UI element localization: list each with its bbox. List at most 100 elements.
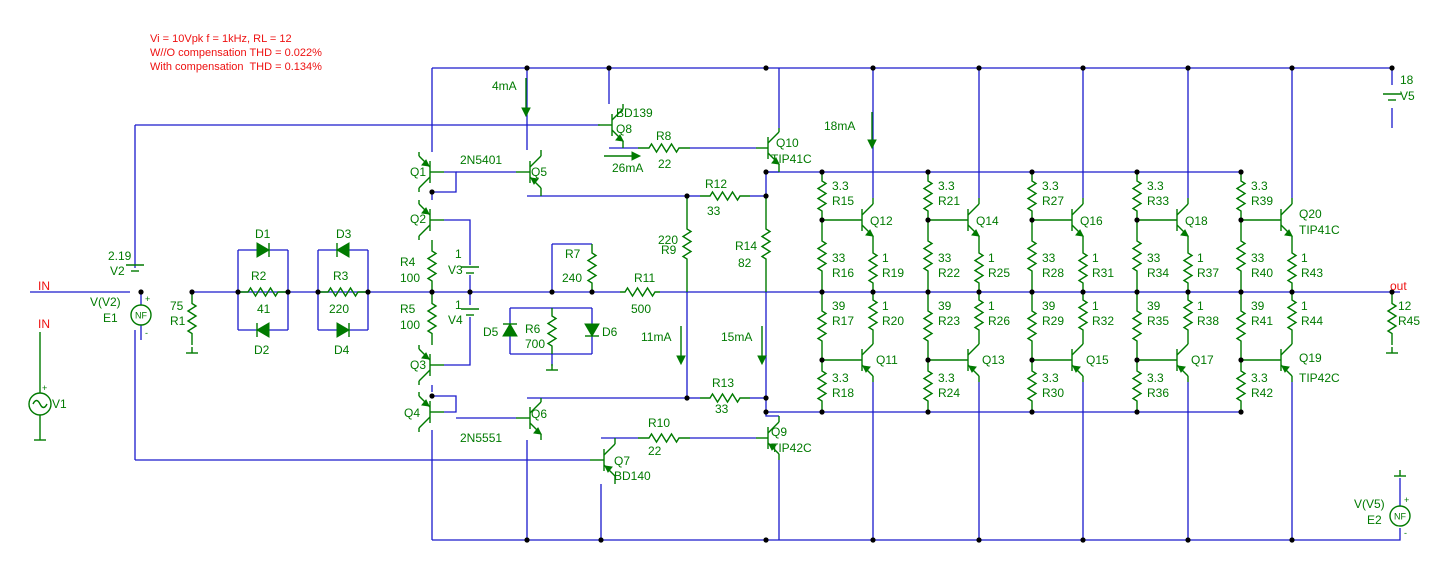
stage-3-pnp-name: Q17: [1191, 353, 1214, 367]
stage-3-rebot-name: R38: [1197, 314, 1219, 328]
d3-diode: [336, 242, 350, 258]
junction-dot: [429, 189, 435, 195]
stage-1-rbot-name: R24: [938, 386, 960, 400]
stage-2-pnp: [1032, 338, 1084, 382]
junction-dot: [1238, 289, 1244, 295]
stage-0-re-bot: [867, 292, 879, 338]
r9-resistor: [681, 196, 693, 292]
current-arrow-r9-head: [676, 355, 686, 366]
junction-dot: [763, 65, 769, 71]
stage-2-rbot: [1026, 360, 1038, 412]
q9-name: Q9: [771, 425, 787, 439]
stage-1-rbot: [922, 360, 934, 412]
current-arrow-r8: [604, 151, 642, 161]
junction-dot: [1289, 65, 1295, 71]
r8-resistor: [638, 142, 690, 154]
d4-name: D4: [334, 343, 350, 357]
q2-transistor-arrow: [421, 207, 430, 215]
r14-name: R14: [735, 239, 757, 253]
stage-1-rb: [922, 292, 934, 360]
stage-0-npn: [822, 198, 874, 244]
r3-name: R3: [333, 269, 349, 283]
stage-1-re-bot: [973, 292, 985, 338]
stage-2-rebot-value: 1: [1092, 299, 1099, 313]
r4-value: 100: [400, 271, 420, 285]
v3-value: 1: [455, 247, 462, 261]
current-arrow-q8-head: [521, 107, 531, 118]
stage-0-rtop: [816, 172, 828, 220]
stage-3-npn-arrow: [1180, 229, 1189, 237]
stage-1-pnp-name: Q13: [982, 353, 1005, 367]
stage-2-re-bot: [1077, 292, 1089, 338]
stage-3-pnp-arrow: [1177, 365, 1186, 373]
stage-4-pnp-leg-a: [1280, 343, 1293, 356]
stage-0-rtop: [816, 172, 828, 220]
stage-0-rebot-name: R20: [882, 314, 904, 328]
junction-dot: [1134, 409, 1140, 415]
e2-value: V(V5): [1354, 497, 1385, 511]
e2-source-circle: [1389, 505, 1411, 527]
q10-name: Q10: [776, 136, 799, 150]
v1-source: [28, 332, 52, 434]
stage-3-rb-value: 39: [1147, 299, 1161, 313]
in-net-label-v1: IN: [38, 317, 50, 331]
junction-dot: [763, 537, 769, 543]
stage-3-retop-value: 1: [1197, 251, 1204, 265]
junction-dot: [1238, 357, 1244, 363]
stage-0-npn-arrow: [865, 229, 874, 237]
stage-1-rb: [922, 292, 934, 360]
r12-resistor: [700, 190, 750, 202]
stage-0-rb: [816, 292, 828, 360]
junction-dot: [1134, 289, 1140, 295]
bottom-rail: [432, 528, 1401, 541]
r4-resistor: [426, 240, 438, 292]
stage-1-ra-value: 33: [938, 251, 952, 265]
stage-1-retop-value: 1: [988, 251, 995, 265]
stage-3-rb: [1131, 292, 1143, 360]
r6-resistor: [546, 308, 558, 354]
stage-2-npn: [1032, 198, 1084, 244]
junction-dot: [819, 357, 825, 363]
stage-3-rebot-value: 1: [1197, 299, 1204, 313]
d2-name: D2: [254, 343, 270, 357]
r5-resistor: [426, 292, 438, 345]
junction-dot: [925, 409, 931, 415]
v2-value: 2.19: [108, 249, 132, 263]
v4-name: V4: [448, 313, 463, 327]
current-arrow-r8-head: [631, 151, 642, 161]
v1-plus-mark: +: [42, 383, 47, 393]
stage-4-re-bot: [1286, 292, 1298, 338]
q1-base-tie: [432, 171, 457, 193]
stage-2-pnp-name: Q15: [1086, 353, 1109, 367]
e1-name: E1: [103, 311, 118, 325]
d6-name: D6: [602, 325, 618, 339]
current-r9-label: 11mA: [641, 330, 671, 344]
current-pre-label: 18mA: [824, 119, 855, 133]
stage-1-npn: [928, 198, 980, 244]
stage-0-rtop-name: R15: [832, 194, 854, 208]
junction-dot: [976, 65, 982, 71]
stage-2-re-bot: [1077, 292, 1089, 338]
d3-name: D3: [336, 227, 352, 241]
junction-dot: [315, 289, 321, 295]
r1-name: R1: [170, 314, 186, 328]
r6-name: R6: [525, 322, 541, 336]
r10-resistor: [638, 432, 690, 444]
stage-2-ra: [1026, 220, 1038, 292]
stage-0-npn-name: Q12: [870, 214, 893, 228]
stage-4-pnp-arrow: [1281, 365, 1290, 373]
stage-4-retop-name: R43: [1301, 266, 1323, 280]
stage-3-ra: [1131, 220, 1143, 292]
q12-type-label: 2N5401: [460, 153, 502, 167]
stage-3-rbot: [1131, 360, 1143, 412]
q5-name: Q5: [531, 165, 547, 179]
stage-3-re-top: [1182, 244, 1194, 292]
stage-2-rtop: [1026, 172, 1038, 220]
stage-2-ra-name: R28: [1042, 266, 1064, 280]
junction-dot: [365, 289, 371, 295]
stage-4-rtop: [1235, 172, 1247, 220]
stage-1-re-bot: [973, 292, 985, 338]
stage-4-npn-arrow: [1284, 229, 1293, 237]
stage-2-rtop-value: 3.3: [1042, 179, 1059, 193]
